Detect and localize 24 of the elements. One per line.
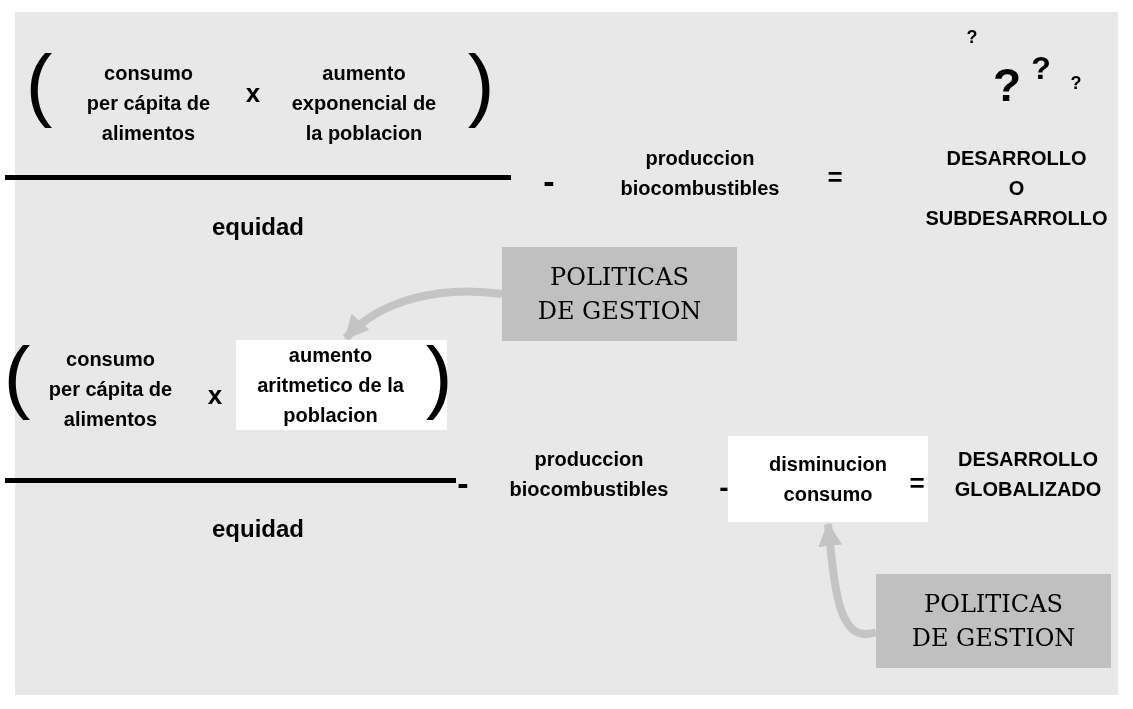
term-text: aumento exponencial de la poblacion [290, 61, 438, 146]
operator-sign: = [908, 470, 926, 496]
policy-box: POLITICAS DE GESTION [502, 247, 737, 341]
question-mark: ? [991, 62, 1023, 108]
policy-box: POLITICAS DE GESTION [876, 574, 1111, 668]
minus-sign: - [456, 466, 470, 500]
term-text: consumo per cápita de alimentos [48, 347, 173, 432]
term-text: consumo per cápita de alimentos [86, 61, 211, 146]
denominator-text: equidad [211, 514, 305, 544]
minus-sign: - [542, 164, 556, 198]
question-mark: ? [1030, 52, 1052, 84]
operator-sign: x [206, 382, 224, 408]
operator-sign: x [244, 80, 262, 106]
question-mark: ? [1069, 74, 1083, 92]
curved-arrow [342, 287, 503, 341]
result-text: DESARROLLO O SUBDESARROLLO [924, 146, 1109, 231]
denominator-text: equidad [211, 212, 305, 242]
minus-sign: - [718, 474, 730, 502]
curved-arrow [818, 522, 877, 639]
question-mark: ? [965, 28, 979, 46]
term-text: produccion biocombustibles [508, 447, 670, 502]
term-text: DESARROLLO GLOBALIZADO [953, 447, 1103, 502]
term-text: produccion biocombustibles [619, 146, 781, 201]
operator-sign: = [826, 164, 844, 190]
